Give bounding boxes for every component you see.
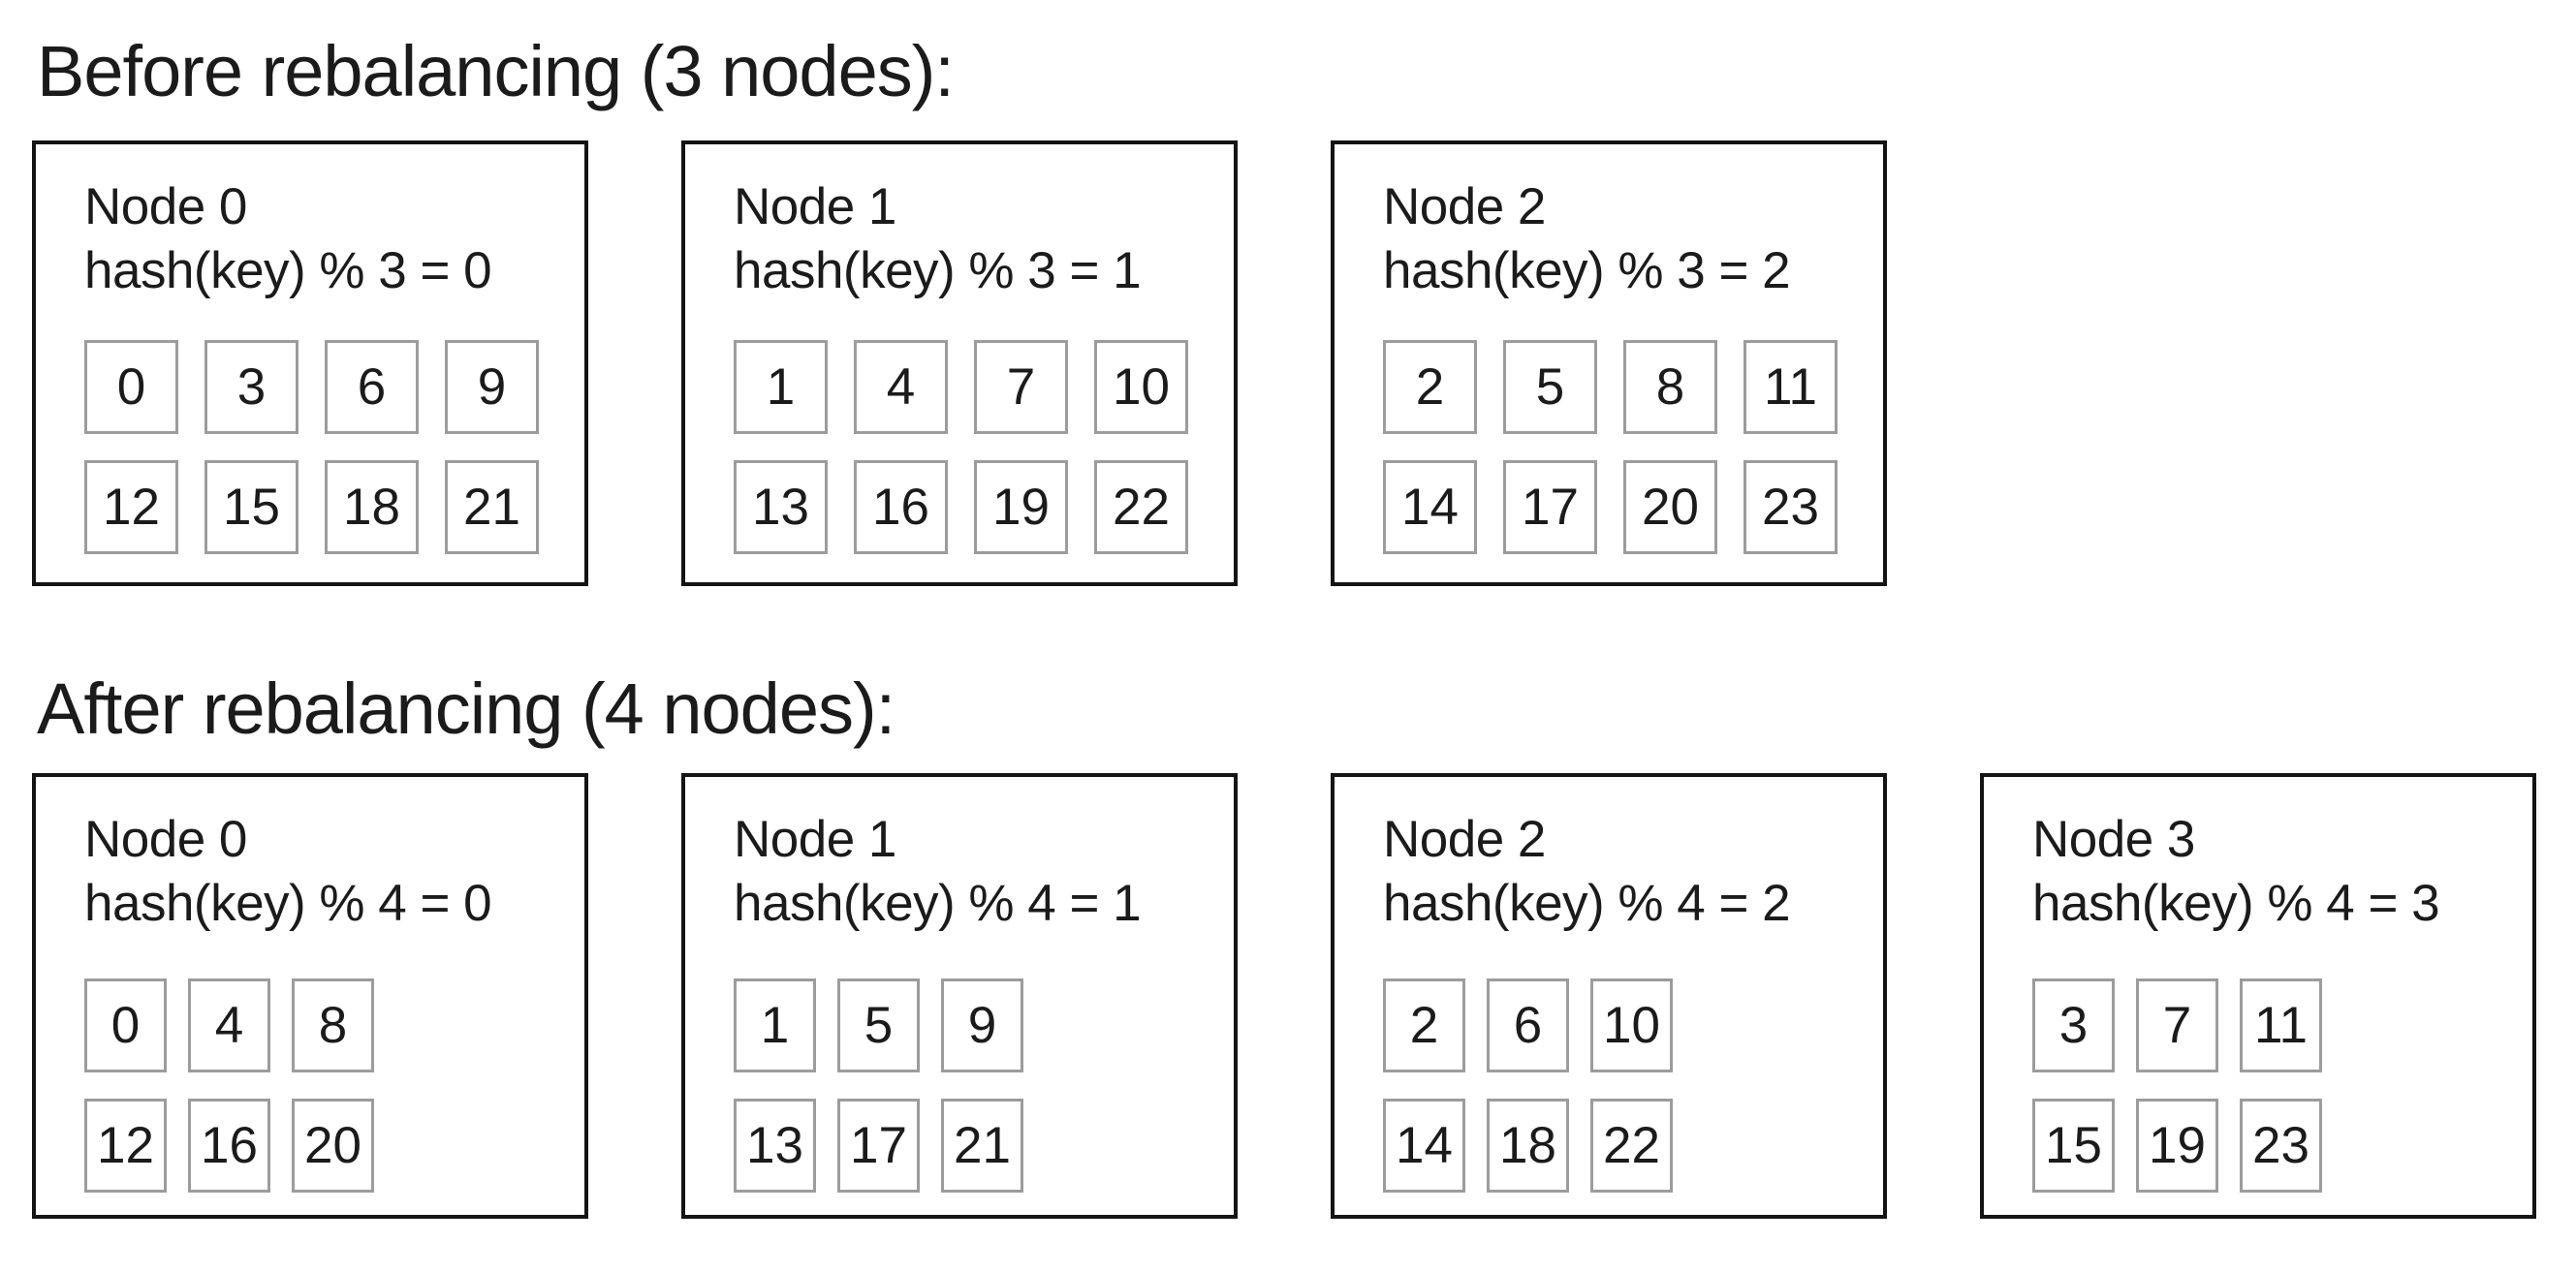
key-cell-13: 13 xyxy=(734,460,828,554)
node-name: Node 3 xyxy=(2032,811,2195,868)
node-hash-rule: hash(key) % 4 = 0 xyxy=(84,875,492,932)
node-name: Node 2 xyxy=(1383,811,1546,868)
node-hash-rule: hash(key) % 4 = 1 xyxy=(734,875,1142,932)
node-hash-rule: hash(key) % 3 = 1 xyxy=(734,242,1142,299)
key-cell-14: 14 xyxy=(1383,1099,1465,1193)
key-cell-17: 17 xyxy=(837,1099,920,1193)
key-cell-10: 10 xyxy=(1094,340,1188,434)
node-hash-rule: hash(key) % 4 = 3 xyxy=(2032,875,2440,932)
key-cell-22: 22 xyxy=(1094,460,1188,554)
key-cell-6: 6 xyxy=(325,340,419,434)
key-cell-1: 1 xyxy=(734,978,816,1072)
node-name: Node 1 xyxy=(734,811,896,868)
key-cell-5: 5 xyxy=(837,978,920,1072)
key-cell-8: 8 xyxy=(292,978,374,1072)
key-cell-3: 3 xyxy=(204,340,298,434)
key-cell-2: 2 xyxy=(1383,340,1477,434)
section-before-rebalancing: Before rebalancing (3 nodes): Node 0 hash… xyxy=(32,27,2576,586)
node-hash-rule: hash(key) % 4 = 2 xyxy=(1383,875,1791,932)
key-cell-19: 19 xyxy=(2136,1099,2218,1193)
key-cell-18: 18 xyxy=(325,460,419,554)
key-cell-20: 20 xyxy=(292,1099,374,1193)
node-hash-rule: hash(key) % 3 = 2 xyxy=(1383,242,1791,299)
key-cell-7: 7 xyxy=(974,340,1068,434)
key-cell-15: 15 xyxy=(2032,1099,2115,1193)
key-cell-2: 2 xyxy=(1383,978,1465,1072)
node-name: Node 2 xyxy=(1383,178,1546,235)
key-cell-4: 4 xyxy=(188,978,270,1072)
key-cell-11: 11 xyxy=(1744,340,1838,434)
key-cell-0: 0 xyxy=(84,978,167,1072)
key-cell-16: 16 xyxy=(854,460,948,554)
key-cell-19: 19 xyxy=(974,460,1068,554)
key-row: 12 15 18 21 xyxy=(84,460,584,554)
key-cell-13: 13 xyxy=(734,1099,816,1193)
key-cell-22: 22 xyxy=(1590,1099,1673,1193)
key-cell-11: 11 xyxy=(2240,978,2322,1072)
key-cell-9: 9 xyxy=(941,978,1023,1072)
key-cell-16: 16 xyxy=(188,1099,270,1193)
section-title-after: After rebalancing (4 nodes): xyxy=(37,668,895,749)
key-cell-12: 12 xyxy=(84,1099,167,1193)
key-cell-8: 8 xyxy=(1623,340,1717,434)
key-cell-14: 14 xyxy=(1383,460,1477,554)
key-cell-6: 6 xyxy=(1487,978,1569,1072)
key-cell-17: 17 xyxy=(1503,460,1597,554)
key-cell-9: 9 xyxy=(445,340,539,434)
node-name: Node 0 xyxy=(84,811,247,868)
key-row: 14 17 20 23 xyxy=(1383,460,1883,554)
key-cell-4: 4 xyxy=(854,340,948,434)
key-cell-3: 3 xyxy=(2032,978,2115,1072)
key-cell-0: 0 xyxy=(84,340,178,434)
key-cell-7: 7 xyxy=(2136,978,2218,1072)
key-cell-15: 15 xyxy=(204,460,298,554)
key-cell-20: 20 xyxy=(1623,460,1717,554)
key-cell-21: 21 xyxy=(941,1099,1023,1193)
node-hash-rule: hash(key) % 3 = 0 xyxy=(84,242,492,299)
key-cell-23: 23 xyxy=(2240,1099,2322,1193)
node-name: Node 1 xyxy=(734,178,896,235)
key-cell-1: 1 xyxy=(734,340,828,434)
node-name: Node 0 xyxy=(84,178,247,235)
key-cell-12: 12 xyxy=(84,460,178,554)
key-cell-18: 18 xyxy=(1487,1099,1569,1193)
key-cell-23: 23 xyxy=(1744,460,1838,554)
key-row: 13 16 19 22 xyxy=(734,460,1234,554)
key-cell-5: 5 xyxy=(1503,340,1597,434)
key-cell-21: 21 xyxy=(445,460,539,554)
key-cell-10: 10 xyxy=(1590,978,1673,1072)
section-after-rebalancing: After rebalancing (4 nodes): Node 0 hash(… xyxy=(32,665,2576,1219)
section-title-before: Before rebalancing (3 nodes): xyxy=(37,31,955,111)
